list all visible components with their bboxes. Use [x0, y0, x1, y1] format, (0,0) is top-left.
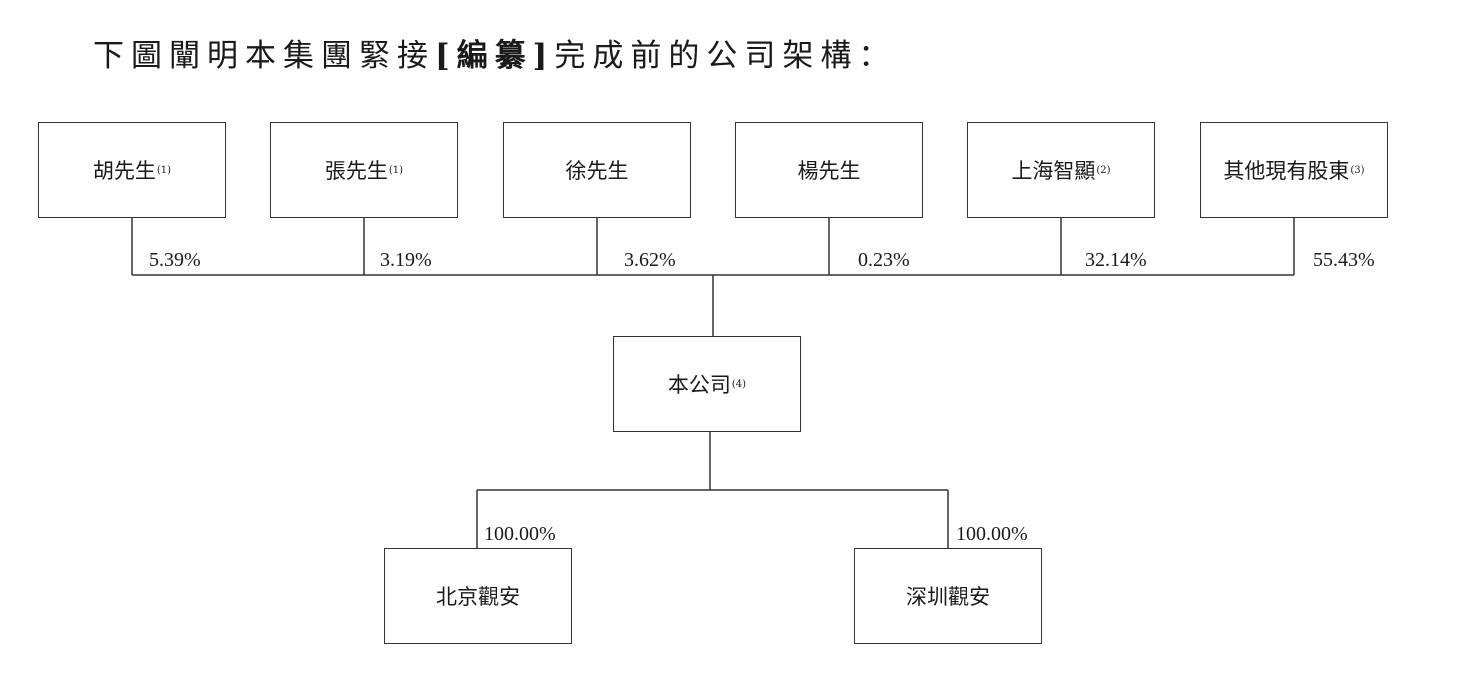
title-bracket-close: ]: [532, 38, 555, 74]
subsidiary-name: 深圳觀安: [906, 585, 990, 609]
title-redacted: 編纂: [456, 38, 533, 74]
percent-label-hu: 5.39%: [149, 249, 201, 271]
subsidiary-box-shenzhen: 深圳觀安: [854, 548, 1042, 644]
shareholder-box-hu: 胡先生(1): [38, 122, 226, 218]
footnote-marker: (2): [1096, 164, 1111, 176]
percent-label-zhang: 3.19%: [380, 249, 432, 271]
shareholder-box-others: 其他現有股東(3): [1200, 122, 1388, 218]
shareholder-box-xu: 徐先生: [503, 122, 691, 218]
company-box: 本公司(4): [613, 336, 801, 432]
shareholder-name: 上海智顯: [1011, 159, 1096, 183]
shareholder-name: 張先生: [324, 159, 388, 183]
subsidiary-box-beijing: 北京觀安: [384, 548, 572, 644]
percent-label-yang: 0.23%: [858, 249, 910, 271]
title-suffix: 完成前的公司架構：: [554, 38, 897, 74]
shareholder-name: 徐先生: [565, 159, 629, 183]
shareholder-name: 楊先生: [797, 159, 861, 183]
footnote-marker: (1): [156, 164, 172, 176]
percent-label-others: 55.43%: [1313, 249, 1375, 271]
percent-label-xu: 3.62%: [624, 249, 676, 271]
shareholder-name: 其他現有股東: [1223, 159, 1350, 183]
page-title: 下圖闡明本集團緊接[編纂]完成前的公司架構：: [93, 30, 896, 75]
percent-label-shanghai-zhixian: 32.14%: [1085, 249, 1147, 271]
shareholder-name: 胡先生: [92, 159, 156, 183]
shareholder-box-yang: 楊先生: [735, 122, 923, 218]
percent-label-beijing: 100.00%: [484, 523, 556, 545]
title-bracket-open: [: [435, 38, 457, 74]
shareholder-box-zhang: 張先生(1): [270, 122, 458, 218]
company-name: 本公司: [667, 373, 731, 397]
shareholder-box-shanghai-zhixian: 上海智顯(2): [967, 122, 1155, 218]
percent-label-shenzhen: 100.00%: [956, 523, 1028, 545]
footnote-marker: (1): [388, 164, 404, 176]
footnote-marker: (4): [731, 378, 747, 390]
title-prefix: 下圖闡明本集團緊接: [93, 38, 435, 74]
footnote-marker: (3): [1350, 164, 1365, 176]
subsidiary-name: 北京觀安: [436, 585, 520, 609]
